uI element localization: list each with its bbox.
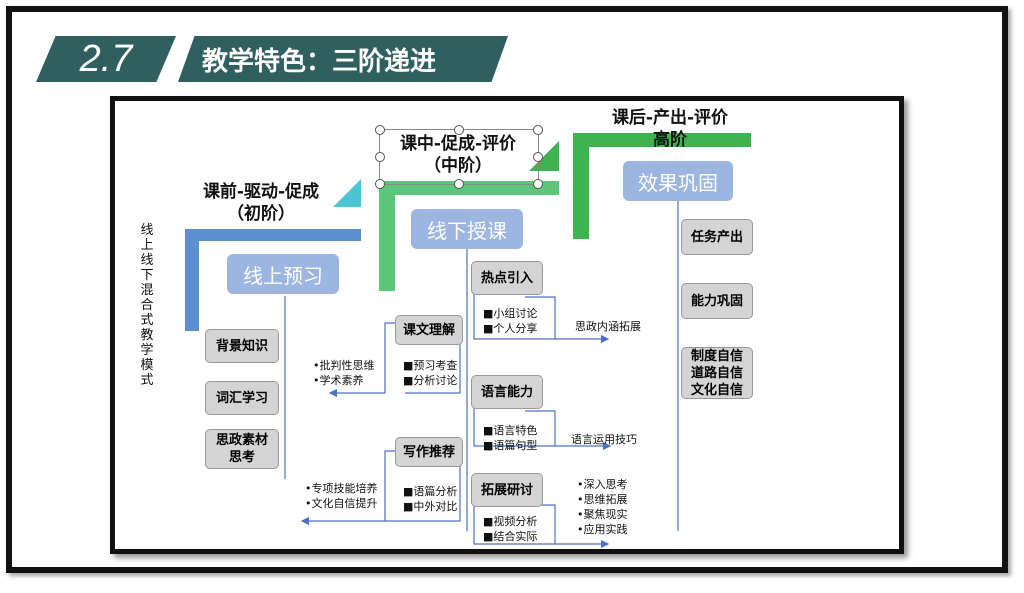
mid-right-item-language-inner: ■语言特色■语篇句型 <box>483 424 538 452</box>
mid-left-item-text: 课文理解 <box>395 315 463 345</box>
mid-right-item-extension-outer: •深入思考•思维拓展•聚焦现实•应用实践 <box>577 478 628 536</box>
mid-left-item-writing-inner: ■语篇分析■中外对比 <box>403 485 458 513</box>
stage1-accent-triangle <box>333 179 361 207</box>
stage2-title-selection[interactable] <box>375 125 543 189</box>
stage2-title: 课中-促成-评价（中阶） <box>399 134 517 176</box>
section-number: 2.7 <box>79 37 133 80</box>
stage1-bar-vertical <box>185 229 199 331</box>
post-item-ability: 能力巩固 <box>681 283 753 319</box>
post-item-confidence: 制度自信 道路自信 文化自信 <box>681 347 753 399</box>
mid-left-item-writing: 写作推荐 <box>395 437 463 467</box>
mid-right-item-hotspot-outer: 思政内涵拓展 <box>575 320 641 333</box>
section-number-badge: 2.7 <box>36 36 176 82</box>
mid-right-item-extension: 拓展研讨 <box>471 473 543 507</box>
pre-item-background: 背景知识 <box>205 329 279 363</box>
pre-item-vocabulary: 词汇学习 <box>205 381 279 415</box>
stage2-bar-vertical <box>379 181 395 291</box>
stage2-main-pill: 线下授课 <box>411 209 523 249</box>
connector-lines <box>284 201 679 549</box>
vertical-label: 线上线下混合式教学模式 <box>140 223 154 388</box>
mid-right-item-language-outer: 语言运用技巧 <box>571 433 637 446</box>
mid-right-item-language: 语言能力 <box>471 375 543 409</box>
stage3-title: 课后-产出-评价高阶 <box>611 108 729 150</box>
mid-left-item-text-outer: •批判性思维•学术素养 <box>313 359 375 387</box>
stage3-bar-horizontal <box>573 133 751 147</box>
mid-left-item-text-inner: ■预习考查■分析讨论 <box>403 359 458 387</box>
stage1-main-pill: 线上预习 <box>227 254 339 294</box>
mid-right-item-hotspot-inner: ■小组讨论■个人分享 <box>483 307 538 335</box>
teaching-mode-diagram: 线上线下混合式教学模式 课前-驱动-促成（初阶） 线上预习 背景知识 词汇学习 … <box>110 96 904 554</box>
stage1-title: 课前-驱动-促成（初阶） <box>202 182 320 224</box>
stage3-main-pill: 效果巩固 <box>623 161 733 201</box>
mid-right-item-hotspot: 热点引入 <box>471 261 543 295</box>
mid-right-item-extension-inner: ■视频分析■结合实际 <box>483 515 538 543</box>
section-title-badge: 教学特色：三阶递进 <box>178 36 508 82</box>
stage3-bar-vertical <box>573 133 589 239</box>
section-title: 教学特色：三阶递进 <box>202 46 437 77</box>
post-item-task: 任务产出 <box>681 219 753 255</box>
stage1-bar-horizontal <box>185 229 361 241</box>
pre-item-ideology: 思政素材 思考 <box>205 429 279 469</box>
mid-left-item-writing-outer: •专项技能培养•文化自信提升 <box>305 482 378 510</box>
